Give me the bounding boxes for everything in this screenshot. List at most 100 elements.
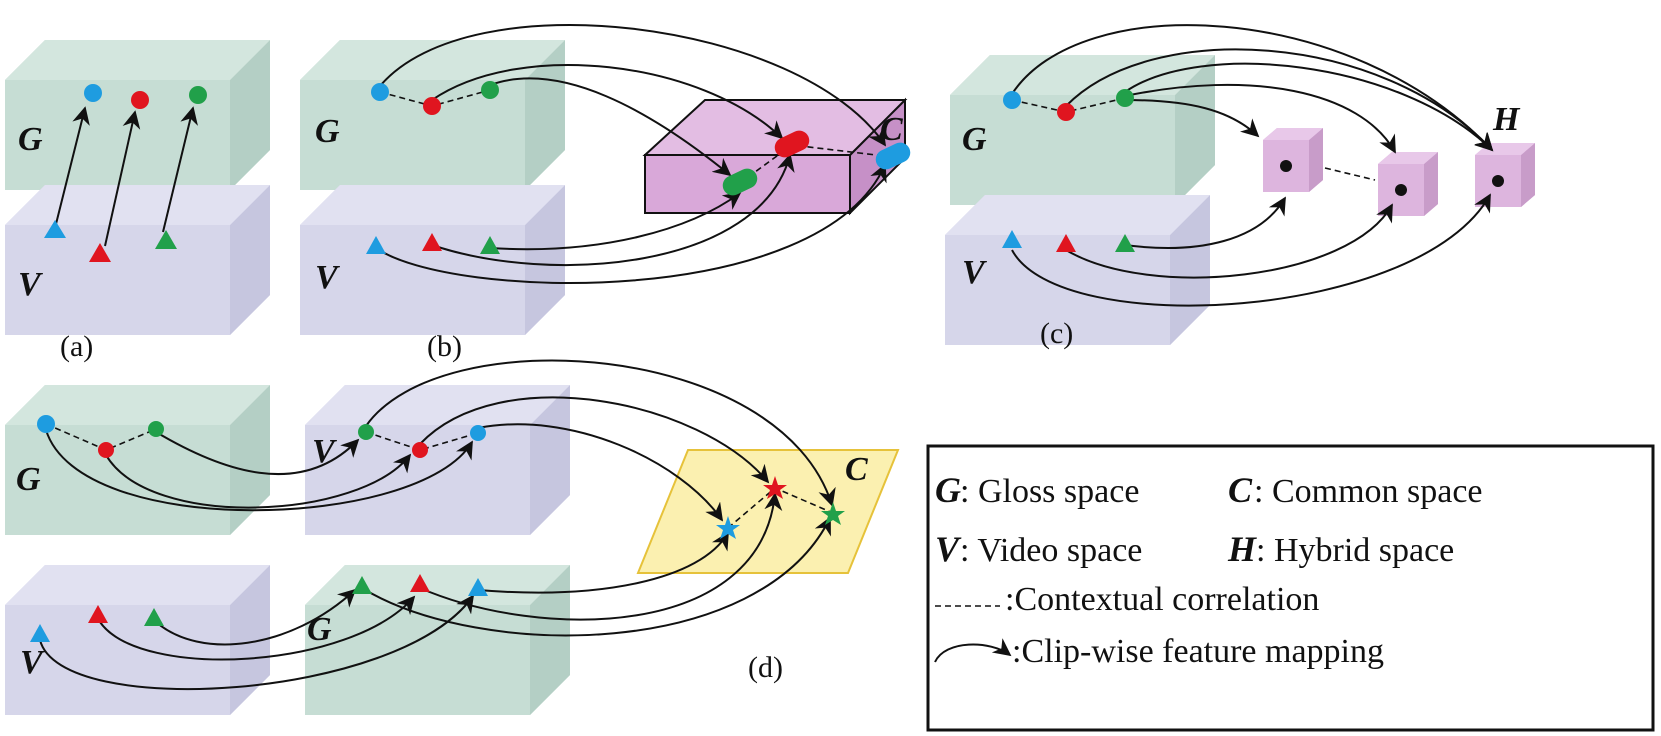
legend-dashed-text: :Contextual correlation [1005, 581, 1319, 618]
gloss-space-slab [950, 55, 1215, 205]
gloss-space-slab [300, 40, 565, 190]
gloss-space-label: G [315, 113, 340, 150]
green-video-triangle [480, 236, 500, 254]
mapping-arrow [1124, 196, 1286, 249]
video-space-label: V [315, 259, 340, 296]
panel-c: G V H (c) [945, 24, 1535, 350]
mapping-arrow [365, 359, 836, 507]
blue-video-point [470, 425, 486, 441]
panel-d: G V V G C [5, 359, 900, 715]
common-space-label: C [845, 451, 868, 488]
legend-c-text: : Common space [1254, 473, 1483, 510]
red-gloss-point [131, 91, 149, 109]
mapping-arrow [375, 163, 887, 285]
green-common-star [821, 502, 845, 525]
green-video-triangle [155, 230, 177, 249]
blue-video-triangle [30, 624, 50, 642]
mapping-arrow [155, 431, 360, 475]
mapping-arrow [1065, 48, 1494, 152]
mapping-arrow [104, 110, 141, 247]
legend-v-text: : Video space [960, 532, 1142, 569]
legend-arrow-icon [934, 638, 1012, 663]
green-gloss-point [189, 86, 207, 104]
mapping-arrow [1124, 62, 1494, 152]
red-gloss-point [1057, 103, 1075, 121]
mapping-arrow [1011, 24, 1494, 152]
red-video-triangle [422, 233, 442, 251]
legend-g-text: : Gloss space [960, 473, 1139, 510]
caption-b: (b) [427, 330, 462, 363]
legend-c-symbol: C [1228, 470, 1253, 510]
hybrid-cube [1263, 128, 1323, 192]
green-common-embedding [722, 168, 758, 196]
blue-gloss-point [1003, 91, 1021, 109]
mapping-arrow [1124, 99, 1260, 138]
mapping-arrow [379, 23, 887, 147]
blue-gloss-point [84, 84, 102, 102]
video-space-slab [5, 185, 270, 335]
green-video-point [358, 424, 374, 440]
red-gloss-point [98, 442, 114, 458]
hybrid-space-label: H [1492, 101, 1521, 138]
caption-d: (d) [748, 651, 783, 684]
mapping-arrow [1065, 203, 1393, 279]
legend-v-symbol: V [935, 529, 962, 569]
gloss-space-label: G [16, 461, 41, 498]
green-gloss-point [481, 81, 499, 99]
gloss-space-label: G [962, 121, 987, 158]
mapping-arrow [105, 453, 412, 509]
green-gloss-triangle [352, 576, 372, 594]
video-space-label: V [20, 644, 45, 681]
legend-h-symbol: H [1227, 529, 1257, 569]
panel-a: G V (a) [5, 40, 270, 363]
blue-gloss-point [371, 83, 389, 101]
video-space-slab [305, 385, 570, 535]
mapping-arrow [419, 492, 783, 621]
red-common-embedding [774, 130, 810, 158]
caption-c: (c) [1040, 317, 1073, 350]
legend: G : Gloss space C : Common space V : Vid… [926, 444, 1655, 732]
mapping-arrow [162, 106, 198, 233]
red-video-triangle [89, 243, 111, 262]
blue-gloss-triangle [468, 578, 488, 596]
green-gloss-point [148, 421, 164, 437]
mapping-arrow [155, 588, 357, 646]
mapping-arrow [39, 594, 475, 691]
red-gloss-point [423, 97, 441, 115]
red-gloss-triangle [410, 574, 430, 592]
blue-video-triangle [1002, 230, 1022, 248]
mapping-arrow [489, 191, 742, 251]
gloss-space-label: G [18, 121, 43, 158]
mapping-arrow [489, 77, 732, 177]
mapping-arrow [477, 531, 729, 594]
green-video-triangle [1115, 234, 1135, 252]
red-video-triangle [88, 605, 108, 623]
mapping-arrow [361, 516, 831, 637]
video-space-slab [300, 185, 565, 335]
mapping-arrow [419, 396, 770, 484]
blue-common-star [716, 516, 740, 539]
mapping-arrow [45, 429, 473, 512]
mapping-arrow [99, 595, 416, 661]
video-space-label: V [18, 266, 43, 303]
mapping-arrow [431, 64, 784, 140]
red-common-star [763, 476, 787, 499]
blue-gloss-point [37, 415, 55, 433]
gloss-space-slab [5, 385, 270, 535]
red-video-point [412, 442, 428, 458]
contextual-correlation-line [1324, 167, 1376, 181]
mapping-arrow [54, 106, 90, 229]
green-gloss-point [1116, 89, 1134, 107]
blue-video-triangle [44, 220, 66, 238]
legend-h-text: : Hybrid space [1256, 532, 1454, 569]
green-video-triangle [144, 608, 164, 626]
common-space-plane [636, 449, 900, 574]
panel-b: G V C (b) [300, 23, 911, 363]
blue-common-embedding [875, 142, 911, 170]
mapping-arrow [1011, 193, 1491, 307]
gloss-space-slab [5, 40, 270, 190]
legend-g-symbol: G [935, 470, 961, 510]
blue-video-triangle [366, 236, 386, 254]
caption-a: (a) [60, 330, 93, 363]
